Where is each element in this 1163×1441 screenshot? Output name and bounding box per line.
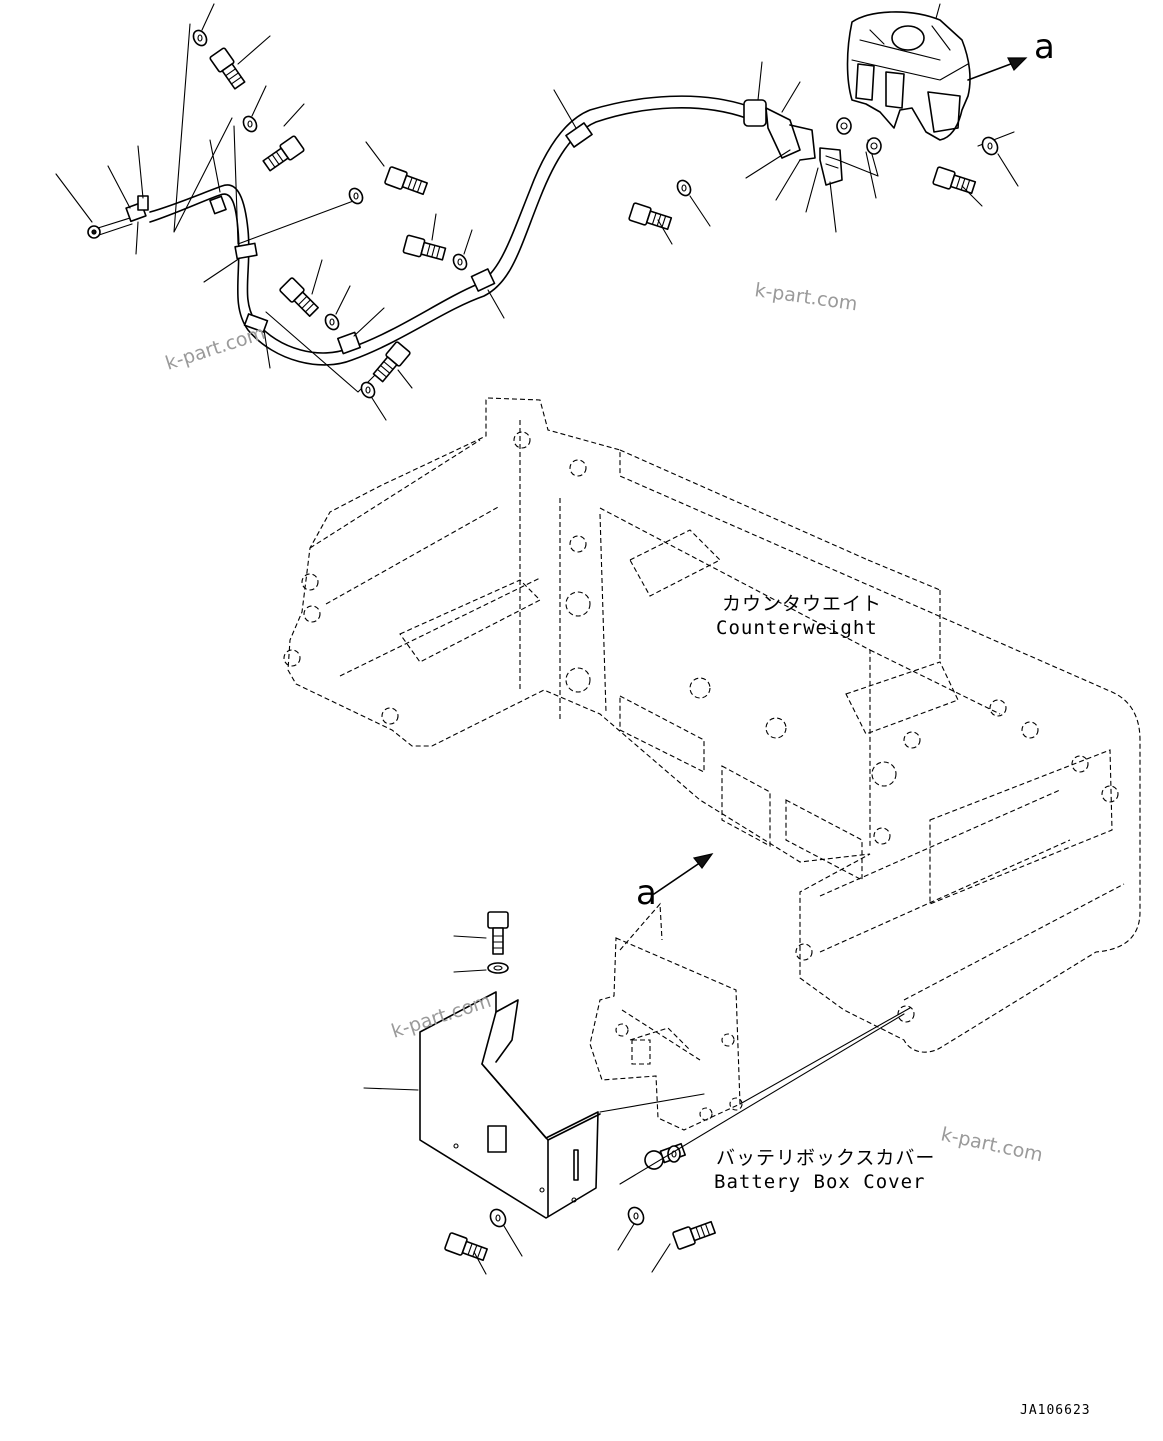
- bolt-icon: [487, 911, 509, 955]
- washer-icon: [981, 136, 999, 156]
- counterweight-label-en: Counterweight: [716, 617, 878, 639]
- view-marker-a-bottom: a: [636, 873, 657, 913]
- washer-icon: [866, 137, 882, 155]
- battery-cover-label-jp: バッテリボックスカバー: [716, 1147, 935, 1169]
- bolt-icon: [402, 234, 447, 261]
- view-marker-a-top: a: [1034, 27, 1055, 67]
- counterweight: カウンタウエイト Counterweight: [283, 397, 1141, 1053]
- bolt-icon: [672, 1220, 716, 1250]
- watermark: k-part.com: [163, 322, 268, 375]
- wire-harness: [55, 3, 1015, 393]
- bolts-top: [192, 3, 1019, 421]
- washer-icon: [242, 115, 258, 133]
- washer-icon: [348, 187, 364, 205]
- battery-cover-label-en: Battery Box Cover: [714, 1171, 925, 1193]
- bolt-icon: [209, 47, 246, 90]
- washer-icon: [487, 962, 509, 974]
- washer-icon: [627, 1206, 645, 1226]
- bolt-icon: [444, 1232, 488, 1262]
- washer-icon: [452, 253, 468, 271]
- bolt-icon: [372, 341, 411, 383]
- watermark: k-part.com: [939, 1123, 1045, 1166]
- bolt-icon: [932, 166, 977, 195]
- disconnect-switch: a: [846, 11, 1055, 141]
- counterweight-label-jp: カウンタウエイト: [722, 593, 882, 615]
- bolt-icon: [628, 202, 673, 231]
- washer-icon: [489, 1208, 507, 1228]
- battery-box-cover: a: [363, 853, 935, 1275]
- washer-icon: [192, 29, 208, 47]
- washer-icon: [324, 313, 340, 331]
- washer-icon: [676, 179, 692, 197]
- bolt-icon: [262, 135, 305, 172]
- drawing-code: JA106623: [1020, 1403, 1091, 1418]
- bolt-icon: [279, 277, 319, 317]
- washer-icon: [360, 381, 376, 399]
- bolt-icon: [384, 166, 428, 196]
- watermarks: k-part.com k-part.com k-part.com k-part.…: [163, 279, 1045, 1166]
- washer-icon: [836, 117, 852, 135]
- watermark: k-part.com: [753, 279, 859, 315]
